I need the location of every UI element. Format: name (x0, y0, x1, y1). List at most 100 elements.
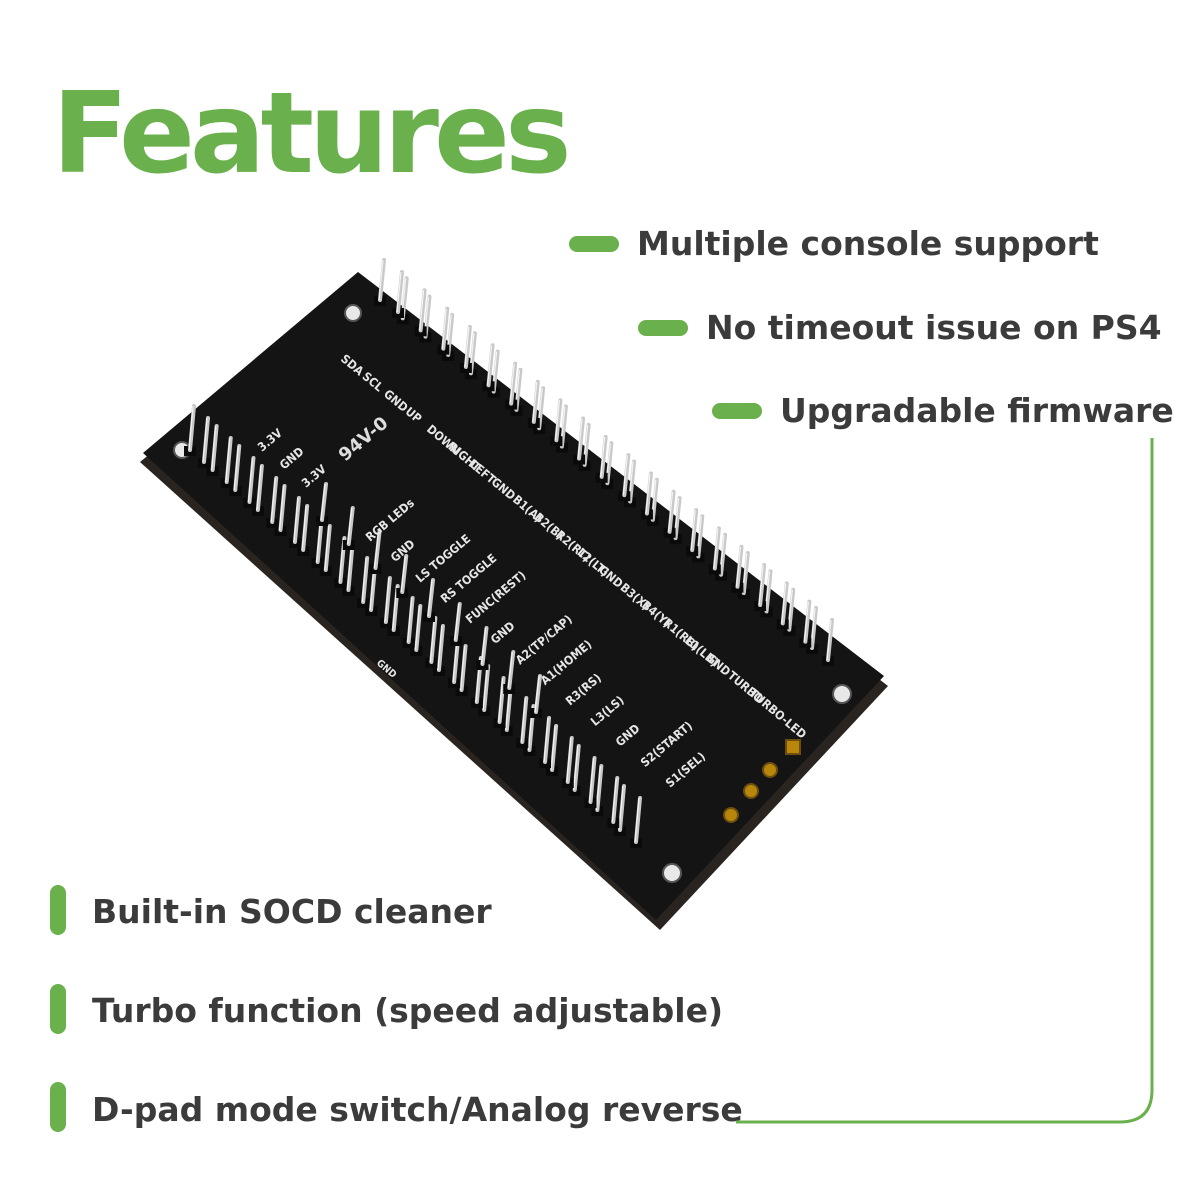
header-pin (520, 696, 529, 744)
bullet-icon (50, 885, 66, 935)
header-pin-highlight (507, 651, 513, 689)
header-pin (599, 434, 608, 479)
header-pin (418, 288, 427, 333)
header-pin (577, 416, 586, 461)
header-pin (346, 544, 355, 592)
header-pin (509, 361, 518, 406)
header-pin (378, 258, 386, 302)
header-pin (554, 398, 563, 443)
header-pin (787, 587, 796, 632)
header-pin-highlight (454, 603, 460, 641)
header-pin-highlight (826, 619, 832, 661)
header-pin (480, 626, 489, 666)
header-pin-highlight (361, 557, 367, 603)
header-pin-highlight (270, 477, 276, 523)
mount-hole (662, 863, 682, 883)
header-pin (507, 650, 516, 690)
header-pin (595, 764, 604, 812)
header-pin (543, 716, 552, 764)
header-pin-highlight (400, 555, 406, 593)
header-pin (780, 581, 789, 626)
header-pin (565, 736, 574, 784)
header-pin (559, 404, 568, 449)
header-pin-highlight (622, 455, 628, 496)
header-pin (550, 724, 559, 772)
header-pin (224, 436, 233, 484)
header-pin (810, 606, 818, 650)
header-pin-highlight (645, 473, 651, 514)
header-pin (582, 422, 591, 467)
feature-dpad-mode: D-pad mode switch/Analog reverse (92, 1090, 743, 1129)
header-pin-highlight (550, 725, 556, 771)
header-pin (429, 616, 438, 664)
header-pin-highlight (595, 765, 601, 811)
bullet-icon (50, 1082, 66, 1132)
header-pin-highlight (464, 326, 470, 368)
header-pin (383, 576, 392, 624)
header-pin-highlight (211, 425, 217, 471)
header-pins-top (374, 258, 834, 666)
header-pin-highlight (634, 797, 640, 843)
header-pin-highlight (573, 745, 579, 791)
bullet-icon (569, 236, 619, 252)
header-pin (497, 676, 506, 724)
header-pin (292, 496, 301, 544)
mount-hole (344, 304, 362, 322)
header-pin-highlight (781, 583, 787, 624)
header-pin (233, 444, 242, 492)
header-pin-highlight (803, 601, 809, 642)
header-pin-highlight (429, 617, 435, 663)
header-pin-highlight (810, 607, 816, 649)
header-pin (320, 482, 328, 522)
header-pin (188, 404, 196, 452)
page-title: Features (52, 69, 572, 199)
header-pin-highlight (293, 497, 299, 543)
header-pin (400, 554, 409, 594)
header-pin-highlight (278, 485, 285, 531)
header-pin (634, 796, 642, 844)
header-pin (346, 506, 355, 546)
header-pin (427, 578, 435, 618)
header-pin-highlight (532, 381, 538, 422)
header-pin (301, 504, 310, 552)
header-pin-highlight (764, 571, 771, 612)
bullet-icon (50, 984, 66, 1034)
header-pin (270, 476, 279, 524)
header-pin-highlight (577, 418, 583, 459)
header-pin-highlight (407, 597, 413, 643)
header-pin (486, 343, 495, 388)
header-pin (764, 569, 773, 614)
header-pin-highlight (301, 505, 307, 551)
header-pin-highlight (225, 437, 231, 483)
header-pin (441, 306, 450, 351)
header-pin-highlight (482, 665, 488, 711)
header-pin-highlight (347, 507, 353, 545)
header-pin-highlight (233, 445, 239, 491)
header-pin (210, 424, 219, 472)
header-pin-highlight (509, 363, 515, 404)
header-pin (373, 530, 382, 570)
header-pin (406, 596, 415, 644)
header-pin (605, 441, 614, 486)
header-pin (690, 508, 699, 553)
bullet-icon (638, 320, 688, 336)
header-pin (712, 526, 721, 571)
header-pin-highlight (459, 645, 466, 691)
header-pin (247, 456, 256, 504)
pad-square (785, 739, 801, 755)
header-pin (735, 544, 744, 589)
header-pin-highlight (588, 757, 595, 803)
header-pin-highlight (600, 436, 606, 477)
header-pin-highlight (396, 271, 402, 313)
header-pin (436, 624, 445, 672)
header-pin-highlight (378, 259, 384, 301)
header-pin-highlight (758, 564, 764, 606)
header-pin-highlight (480, 627, 487, 665)
header-pin-highlight (427, 579, 433, 617)
header-pins-inner (316, 482, 542, 718)
feature-no-timeout: No timeout issue on PS4 (706, 308, 1162, 347)
header-pin (255, 464, 264, 512)
header-pin-highlight (497, 677, 504, 723)
